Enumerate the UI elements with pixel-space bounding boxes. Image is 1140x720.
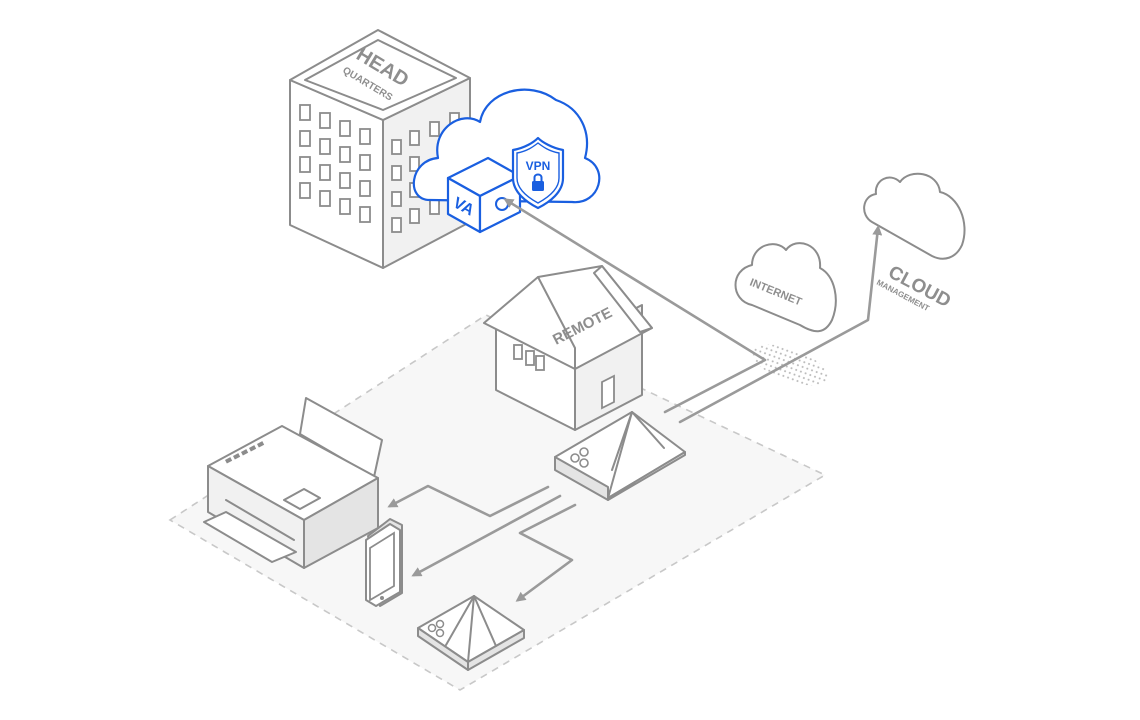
remote-house-icon [483, 265, 653, 431]
lan-phone-arrow [411, 494, 562, 577]
access-point-icon [417, 595, 525, 671]
lan-printer-arrow [387, 484, 550, 518]
remote-site-zone [168, 314, 827, 691]
lock-icon [532, 173, 544, 191]
va-cube-icon [446, 156, 522, 234]
remote-router-icon [554, 411, 686, 501]
vpn-shield-icon [511, 136, 565, 210]
vpn-label: VPN [526, 159, 551, 173]
lan-ap-arrow [515, 503, 577, 602]
cloud-management-icon [863, 172, 966, 260]
vpn-tunnel-arrow [503, 198, 767, 414]
internet-haze [752, 344, 828, 386]
internet-cloud-icon [734, 242, 837, 333]
mobile-phone-icon [365, 518, 403, 607]
cloud-uplink-arrow [678, 225, 883, 424]
